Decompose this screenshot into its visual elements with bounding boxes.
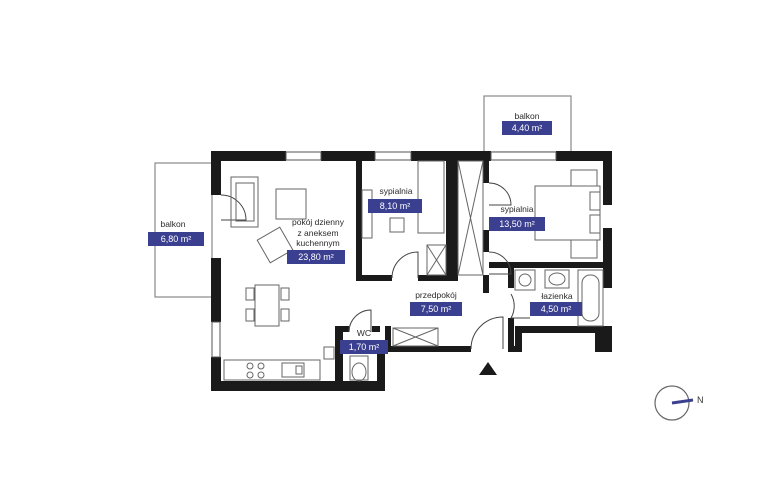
area-badge-wc: 1,70 m² xyxy=(340,340,388,354)
door-swing xyxy=(470,316,504,350)
window xyxy=(374,151,412,161)
wardrobe xyxy=(417,160,445,234)
bathtub xyxy=(577,269,604,327)
area-badge-balkon-top: 4,40 m² xyxy=(502,121,552,135)
entrance-arrow-icon xyxy=(479,362,497,375)
room-label-przedpokoj: przedpokój xyxy=(415,290,457,300)
compass-north-letter: N xyxy=(697,395,704,405)
balkon-left-outline xyxy=(154,162,213,298)
armchair xyxy=(256,226,294,264)
door-swings xyxy=(220,182,530,350)
windows xyxy=(211,151,557,358)
door-swing xyxy=(348,309,372,333)
door-swing xyxy=(488,251,512,275)
washing-machine xyxy=(514,269,536,291)
area-badge-sypialnia-1: 8,10 m² xyxy=(368,199,422,213)
hall-wardrobe xyxy=(392,327,439,347)
area-badge-przedpokoj: 7,50 m² xyxy=(410,302,462,316)
area-badge-pokoj: 23,80 m² xyxy=(287,250,345,264)
door-swing xyxy=(220,194,247,221)
compass-icon xyxy=(654,385,694,421)
window xyxy=(285,151,322,161)
area-badge-balkon-left: 6,80 m² xyxy=(148,232,204,246)
door-swing xyxy=(488,182,512,206)
exterior-walls xyxy=(211,151,612,391)
room-label-balkon-top: balkon xyxy=(514,111,540,121)
room-label-sypialnia-2: sypialnia xyxy=(500,204,534,214)
coffee-table xyxy=(275,188,307,220)
area-badge-sypialnia-2: 13,50 m² xyxy=(489,217,545,231)
room-label-lazienka: łazienka xyxy=(541,291,573,301)
door-swing xyxy=(510,293,530,319)
room-label-pokoj: pokój dzienny z aneksem kuchennym xyxy=(292,217,344,248)
window xyxy=(490,151,557,161)
desk xyxy=(361,189,373,239)
dining-table xyxy=(254,284,280,327)
bed xyxy=(534,185,601,241)
room-label-balkon-left: balkon xyxy=(160,219,186,229)
window xyxy=(211,321,221,358)
door-swing xyxy=(391,251,419,279)
sink xyxy=(544,269,570,289)
interior-walls xyxy=(335,161,603,386)
furniture xyxy=(223,160,604,382)
kitchen-counter xyxy=(223,359,321,381)
room-label-sypialnia-1: sypialnia xyxy=(379,186,413,196)
toilet xyxy=(349,355,369,381)
room-label-wc: WC xyxy=(356,328,372,338)
sofa xyxy=(230,176,259,228)
area-badge-lazienka: 4,50 m² xyxy=(530,302,582,316)
